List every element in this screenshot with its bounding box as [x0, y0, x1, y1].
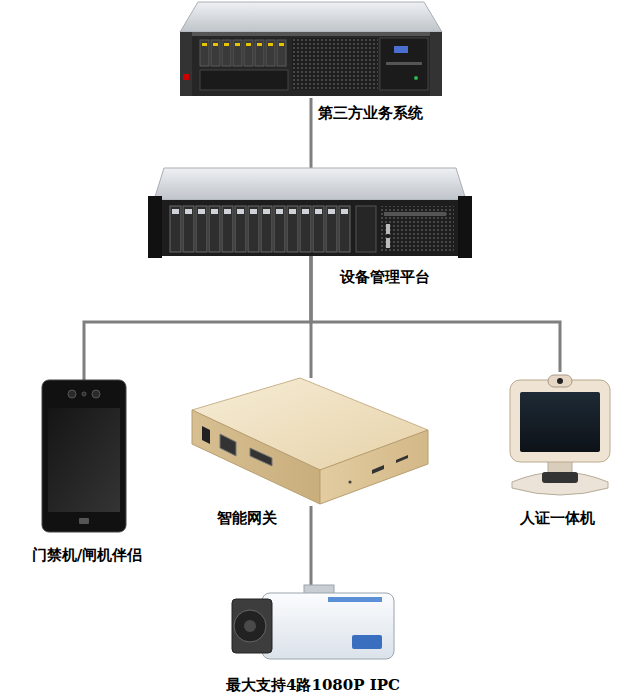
connector-line	[311, 256, 560, 372]
camera-illustration	[232, 585, 394, 659]
device-node: 智能网关	[192, 378, 428, 506]
device-label: 门禁机/闸机伴侣	[32, 546, 144, 564]
kiosk-illustration	[510, 375, 610, 495]
device-label: 最大支持4路1080P IPC	[226, 676, 401, 694]
device-node: 设备管理平台	[148, 168, 472, 256]
device-node: 最大支持4路1080P IPC	[232, 585, 396, 669]
device-label: 设备管理平台	[340, 268, 431, 286]
device-label: 第三方业务系统	[318, 104, 424, 122]
device-node: 门禁机/闸机伴侣	[42, 380, 126, 532]
connector-line	[310, 98, 313, 168]
connector-line	[84, 256, 311, 380]
gateway-illustration	[192, 378, 428, 504]
server-illustration	[180, 2, 442, 96]
connector-line	[310, 506, 313, 585]
terminal-illustration	[42, 380, 126, 532]
device-label: 人证一体机	[520, 509, 596, 527]
server-illustration	[148, 168, 472, 258]
device-node: 第三方业务系统	[180, 2, 442, 98]
device-label: 智能网关	[217, 509, 278, 527]
device-node: 人证一体机	[508, 372, 612, 500]
